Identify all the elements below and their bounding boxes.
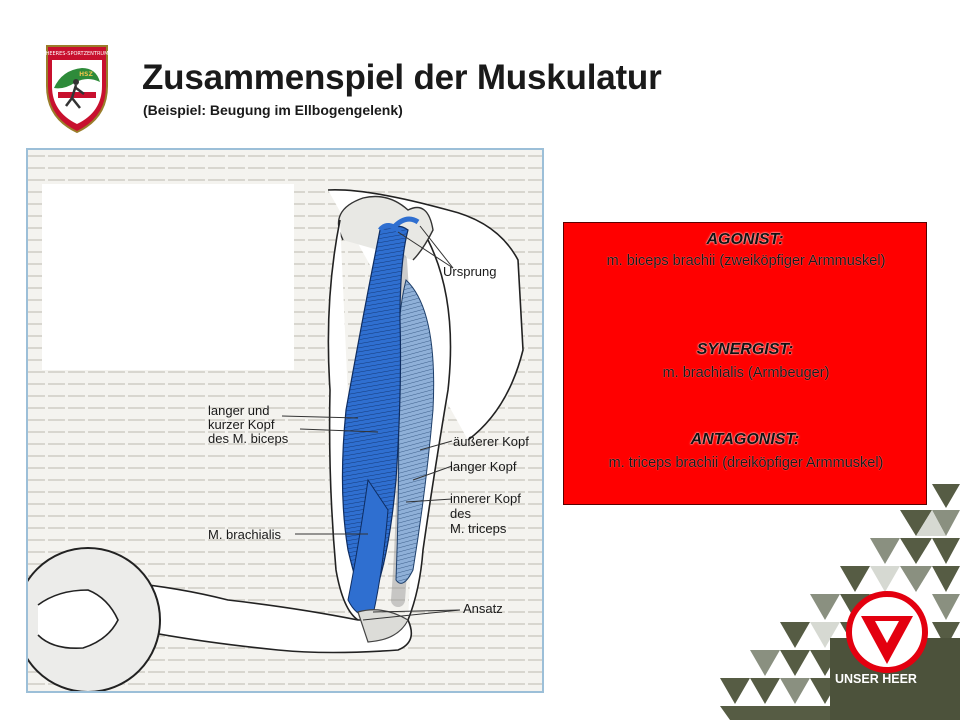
label-langer-kopf: langer Kopf [450, 459, 517, 474]
label-innerer-kopf-line3: M. triceps [450, 521, 507, 536]
biceps-muscle [341, 225, 409, 612]
hsz-logo: HEERES-SPORTZENTRUM HSZ [46, 45, 109, 134]
elbow-joint [357, 609, 409, 643]
label-innerer-kopf-line2: des [450, 506, 471, 521]
label-biceps-line1: langer und [208, 403, 270, 418]
masked-area [42, 184, 294, 370]
biceps-origin-tendons [378, 216, 420, 234]
synergist-heading: SYNERGIST: [696, 341, 794, 358]
antagonist-text: m. triceps brachii (dreiköpfiger Armmusk… [608, 455, 884, 471]
label-biceps-line3: des M. biceps [208, 431, 289, 446]
hand-outline [37, 589, 119, 650]
agonist-heading: AGONIST: [706, 231, 784, 248]
leader-lines [281, 225, 461, 621]
label-innerer-kopf-line1: innerer Kopf [450, 491, 521, 506]
antagonist-heading: ANTAGONIST: [690, 431, 800, 448]
page-subtitle: (Beispiel: Beugung im Ellbogengelenk) [143, 102, 403, 118]
triangle-mosaic-decoration [720, 484, 960, 720]
synergist-text: m. brachialis (Armbeuger) [662, 365, 830, 381]
logo-sub-text: HSZ [79, 71, 93, 78]
arm-anatomy-figure: Ursprung langer und kurzer Kopf des M. b… [26, 148, 544, 693]
logo-text: HEERES-SPORTZENTRUM [46, 51, 109, 57]
brand-label: UNSER HEER [835, 672, 917, 686]
label-brachialis: M. brachialis [208, 527, 281, 542]
arm-illustration [28, 150, 542, 691]
label-ursprung: Ursprung [443, 264, 497, 279]
mosaic-triangles [720, 484, 960, 720]
label-aeusserer-kopf: äußerer Kopf [453, 434, 529, 449]
agonist-text: m. biceps brachii (zweiköpfiger Armmuske… [606, 253, 886, 269]
label-biceps-line2: kurzer Kopf [208, 417, 275, 432]
label-ansatz: Ansatz [463, 601, 503, 616]
muscle-roles-box: AGONIST: m. biceps brachii (zweiköpfiger… [563, 222, 927, 505]
page-title: Zusammenspiel der Muskulatur [142, 58, 662, 97]
